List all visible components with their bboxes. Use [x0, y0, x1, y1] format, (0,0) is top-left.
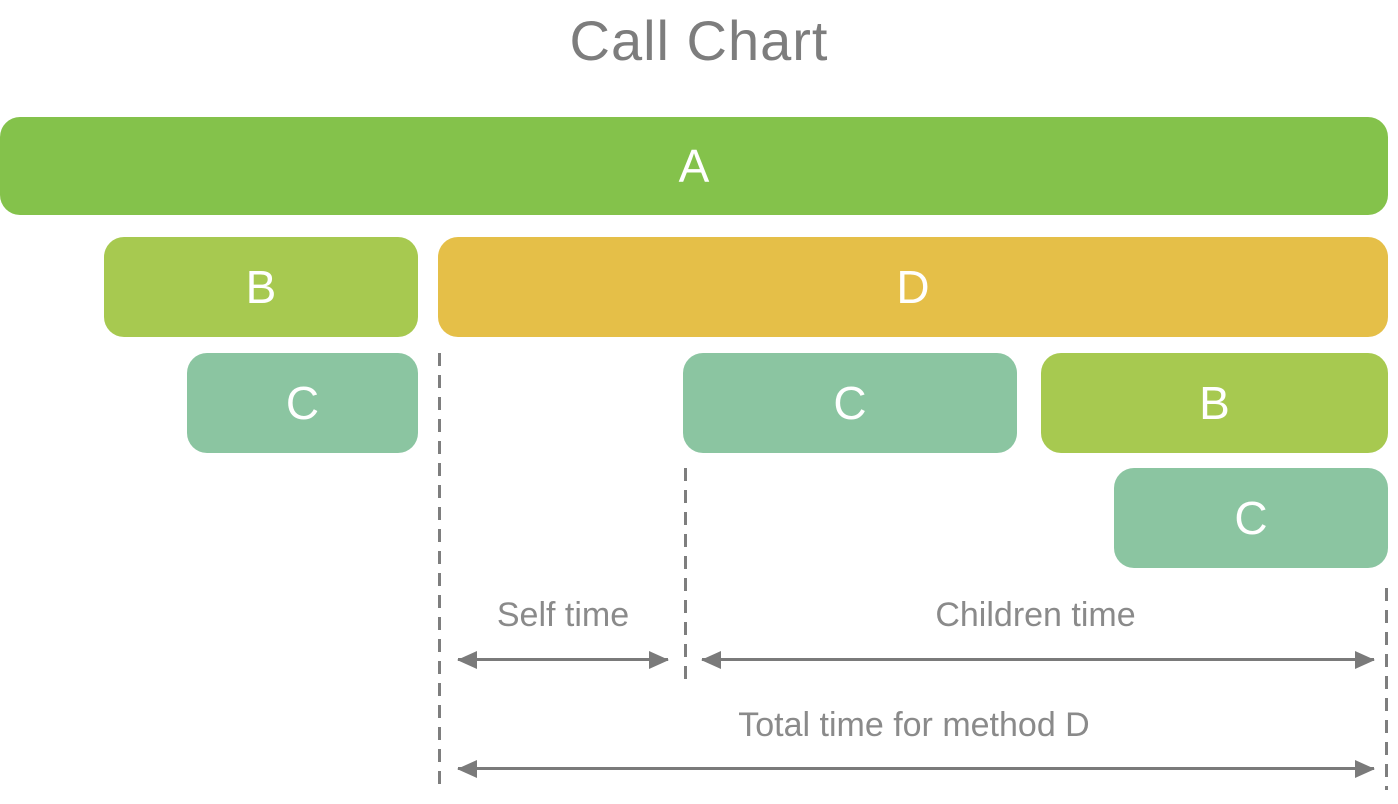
call-bar-c-label: C: [833, 377, 867, 429]
dashed-guide-line-d-start: [438, 353, 441, 790]
call-bar-c-label: C: [285, 377, 320, 429]
total-time-label: Total time for method D: [738, 706, 1090, 744]
call-bar-c-under-d: C: [683, 353, 1017, 453]
call-bar-c-label: C: [1234, 492, 1268, 544]
call-bar-b: B: [104, 237, 418, 337]
call-bar-a-label: A: [678, 140, 710, 192]
total-time-arrow: [458, 767, 1374, 770]
dashed-guide-line-d-end: [1385, 588, 1388, 790]
diagram-title: Call Chart: [569, 9, 829, 72]
call-bar-a: A: [0, 117, 1388, 215]
call-bar-b-label: B: [245, 261, 277, 313]
self-time-arrow: [458, 658, 668, 661]
dashed-guide-line-children-start: [684, 468, 687, 684]
self-time-label: Self time: [496, 596, 630, 634]
call-bar-c-under-b: C: [187, 353, 418, 453]
children-time-label: Children time: [935, 596, 1136, 634]
call-bar-d: D: [438, 237, 1388, 337]
call-bar-d-label: D: [896, 261, 930, 313]
call-bar-b-under-d: B: [1041, 353, 1388, 453]
children-time-arrow: [702, 658, 1374, 661]
call-bar-b-label: B: [1199, 377, 1230, 429]
call-bar-c-under-b-under-d: C: [1114, 468, 1388, 568]
